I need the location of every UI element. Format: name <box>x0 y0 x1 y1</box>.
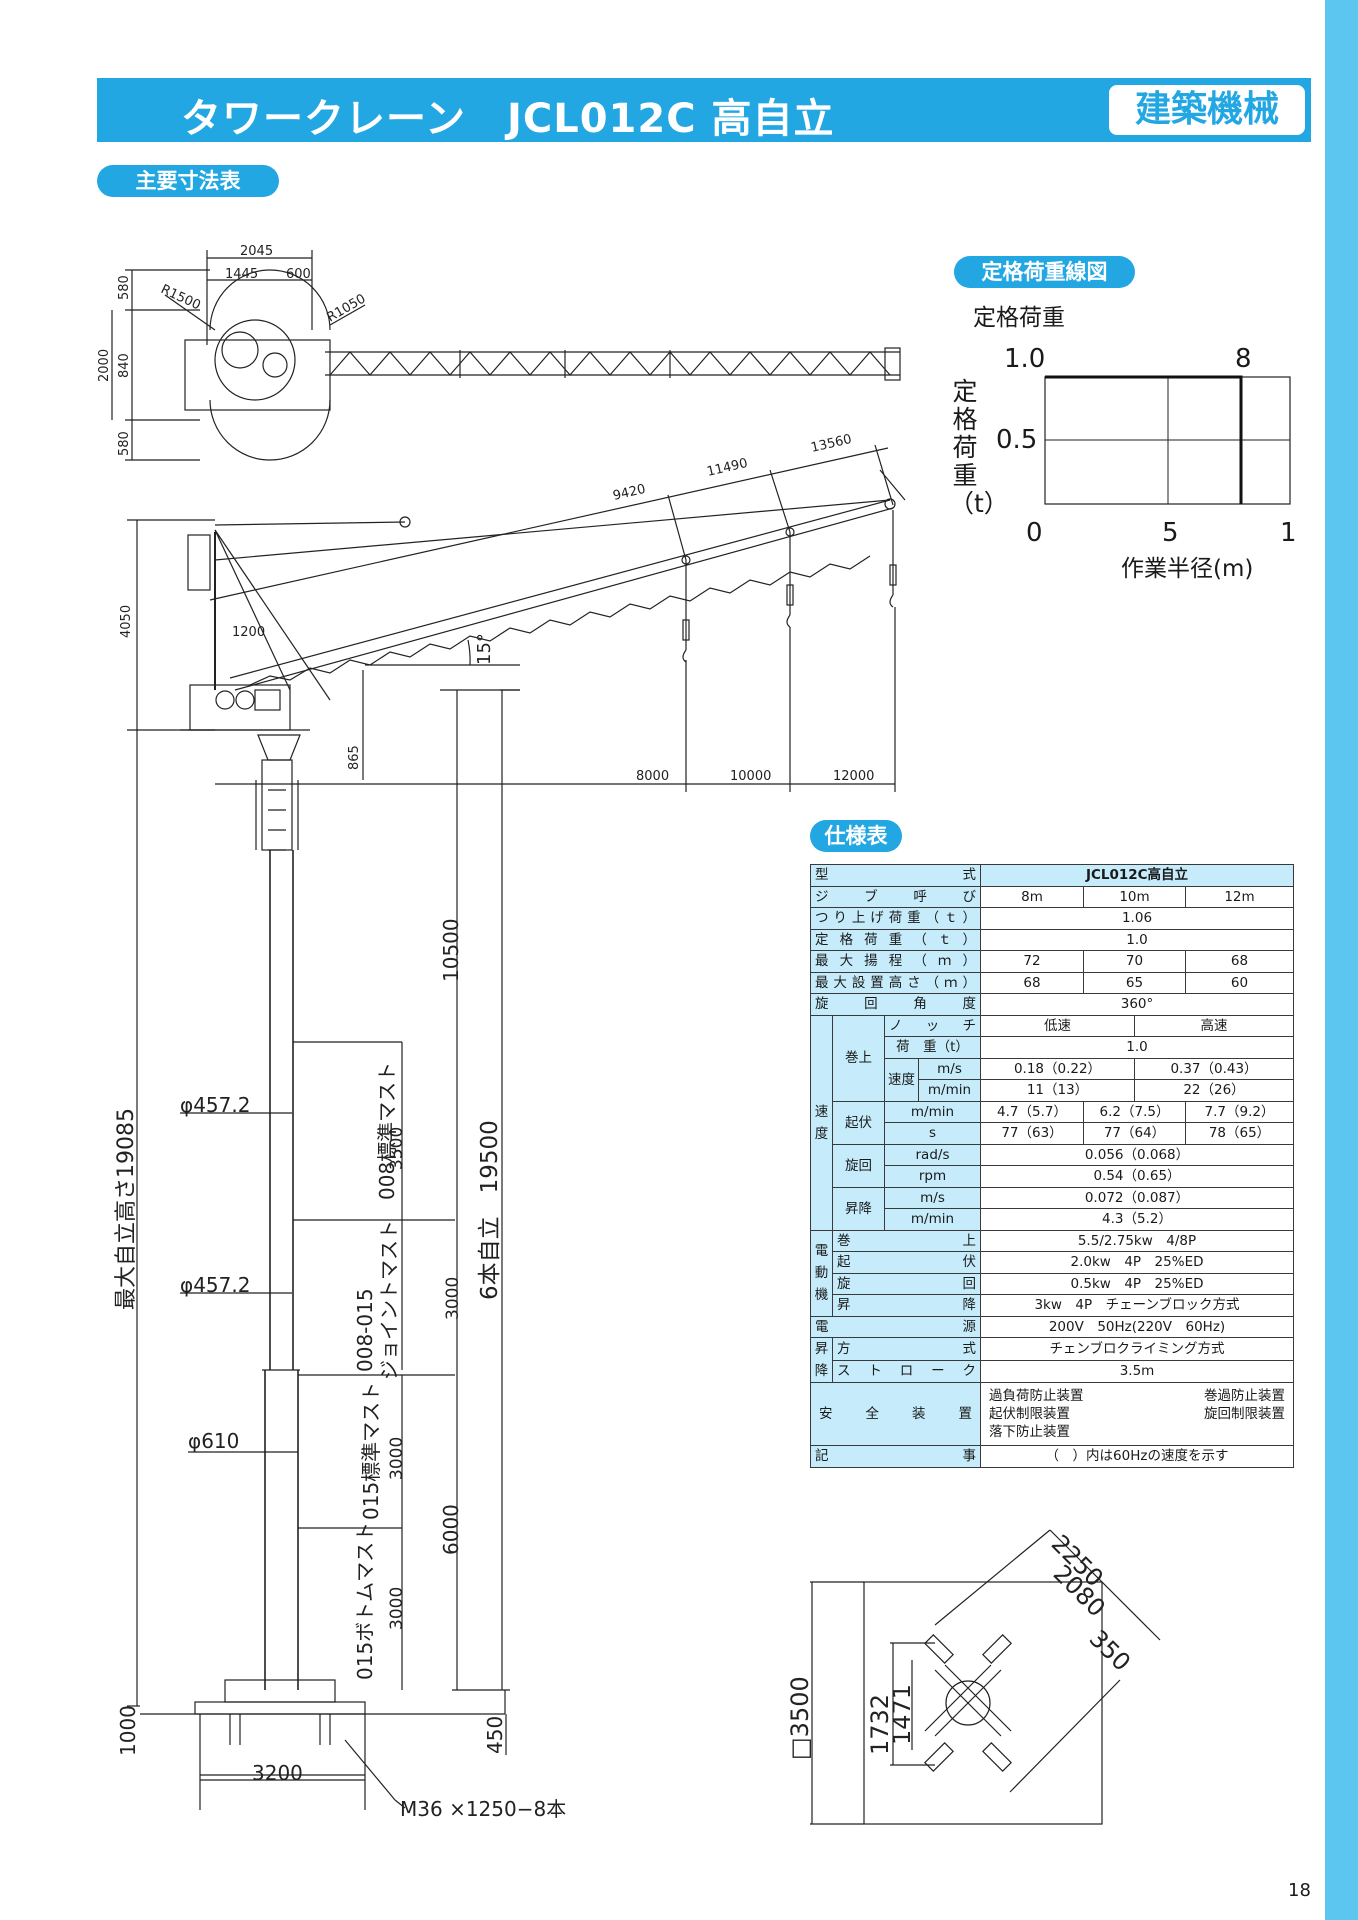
safety-item: 落下防止装置 <box>989 1424 1070 1440</box>
safety-item: 旋回制限装置 <box>1204 1406 1285 1422</box>
safety-item: 過負荷防止装置 <box>989 1388 1084 1404</box>
row-slew-rads: 旋回 rad/s 0.056（0.068） <box>811 1143 1294 1188</box>
row-luff-mmin: 起伏 m/min 4.7（5.7）6.2（7.5）7.7（9.2） <box>811 1100 1294 1145</box>
base-dim-1732: 1732 <box>866 1694 894 1755</box>
row-safety: 安 全 装 置 過負荷防止装置巻過防止装置 起伏制限装置旋回制限装置 落下防止装… <box>810 1382 1294 1446</box>
diameter-2: φ457.2 <box>180 1273 250 1297</box>
chart-xlabel: 作業半径(m) <box>1121 556 1254 582</box>
row-hoist-ms: 速度 m/s 0.18（0.22）0.37（0.43） <box>811 1057 1294 1102</box>
dim-580-top: 580 <box>117 275 132 300</box>
mast-label-3: 015標準マスト <box>359 1382 383 1520</box>
dim-1000: 1000 <box>116 1705 140 1756</box>
dim-600: 600 <box>286 267 311 282</box>
dim-4050: 4050 <box>119 605 134 638</box>
category-badge: 建築機械 <box>1109 85 1305 135</box>
anchor-bolt-label: M36 ×1250−8本 <box>400 1797 566 1821</box>
dim-10500: 10500 <box>439 918 463 982</box>
section-spec-label: 仕様表 <box>810 820 902 852</box>
dim-13560: 13560 <box>810 432 854 456</box>
row-climb-method: 昇降 方 式 チェンブロクライミング方式 <box>810 1337 1294 1383</box>
mast-label-4: 015ボトムマスト <box>353 1522 377 1680</box>
chart-subtitle: 定格荷重 <box>973 305 1065 331</box>
mast-height-2: 3000 <box>443 1277 463 1320</box>
base-dim-3500: □3500 <box>786 1676 814 1760</box>
page-number: 18 <box>1288 1880 1311 1901</box>
mast-height-4: 3000 <box>387 1587 407 1630</box>
mast-label-2a: 008-015 <box>353 1288 377 1372</box>
mast-label-2b: ジョイントマスト <box>377 1220 401 1380</box>
section-load-chart-label: 定格荷重線図 <box>954 256 1135 288</box>
dim-450: 450 <box>483 1716 507 1754</box>
chart-ylabel: 定格荷重（t） <box>949 377 1009 518</box>
dim-840: 840 <box>117 353 132 378</box>
dim-1200: 1200 <box>232 625 265 640</box>
load-chart-plot <box>1044 375 1291 505</box>
chart-annotation-8: 8 <box>1235 344 1252 374</box>
x-tick-0: 0 <box>1026 518 1043 548</box>
x-tick-1: 1 <box>1280 518 1297 548</box>
side-color-bar <box>1325 0 1358 1920</box>
dim-r1500: R1500 <box>158 282 203 313</box>
row-load: 荷 重（t）1.0 <box>811 1036 1294 1059</box>
dim-6000: 6000 <box>439 1504 463 1555</box>
plan-slew-ring <box>214 319 296 401</box>
y-tick-1: 1.0 <box>1004 344 1046 374</box>
dim-580-bottom: 580 <box>117 431 132 456</box>
safety-item: 巻過防止装置 <box>1204 1388 1285 1404</box>
dim-8000: 8000 <box>636 769 669 784</box>
x-tick-5: 5 <box>1162 518 1179 548</box>
mast-height-1: 3500 <box>387 1127 407 1170</box>
dim-r1050: R1050 <box>325 291 369 325</box>
page-title: タワークレーン JCL012C 高自立 <box>181 96 835 142</box>
y-tick-05: 0.5 <box>996 425 1038 455</box>
title-bar: タワークレーン JCL012C 高自立 建築機械 <box>97 78 1311 142</box>
dim-11490: 11490 <box>706 456 750 480</box>
dim-1445: 1445 <box>225 267 258 282</box>
angle-15: 15° <box>474 633 495 665</box>
row-notch: 速度 巻上 ノ ッ チ 低速高速 <box>810 1014 1294 1231</box>
row-note: 記 事（ ）内は60Hzの速度を示す <box>810 1445 1294 1468</box>
base-dim-1471: 1471 <box>888 1684 916 1745</box>
dim-3200: 3200 <box>252 1761 303 1785</box>
dim-2045: 2045 <box>240 244 273 259</box>
row-lift-ms: 昇降 m/s 0.072（0.087） <box>811 1186 1294 1231</box>
row-motor-hoist: 電動機 巻 上 5.5/2.75kw 4/8P <box>810 1229 1294 1317</box>
base-plan-drawing <box>810 1529 1161 1825</box>
row-rated: 定格荷重（ｔ）1.0 <box>810 928 1294 951</box>
free-standing-label: 6本自立 19500 <box>477 1120 503 1300</box>
dim-12000: 12000 <box>833 769 874 784</box>
diameter-1: φ457.2 <box>180 1093 250 1117</box>
dim-2000: 2000 <box>97 349 112 382</box>
mast-label-1: 008標準マスト <box>375 1062 399 1200</box>
base-dim-350: 350 <box>1084 1624 1136 1676</box>
mast-height-3: 3000 <box>387 1437 407 1480</box>
dim-10000: 10000 <box>730 769 771 784</box>
section-dimensions-label: 主要寸法表 <box>97 165 279 197</box>
row-lift: つり上げ荷重（ｔ）1.06 <box>810 907 1294 930</box>
rated-load-line <box>1045 375 1243 504</box>
safety-item: 起伏制限装置 <box>989 1406 1070 1422</box>
max-height-label: 最大自立高さ19085 <box>114 1108 139 1310</box>
dim-9420: 9420 <box>612 482 648 504</box>
dim-865: 865 <box>347 745 362 770</box>
diameter-3: φ610 <box>188 1429 239 1453</box>
